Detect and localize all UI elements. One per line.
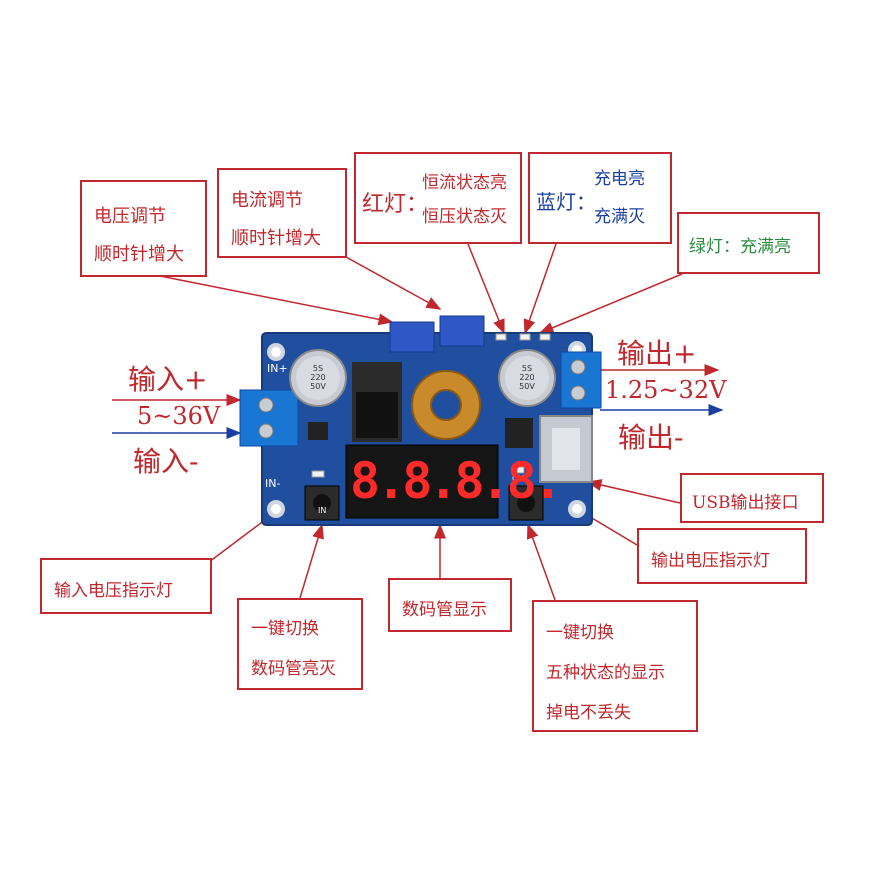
input-plus-label: 输入+: [128, 363, 208, 396]
input-indicator-callout: 输入电压指示灯: [40, 558, 212, 614]
voltage-potentiometer: [389, 321, 435, 353]
mode-switch-line1: 一键切换: [546, 623, 614, 643]
green-led: [539, 333, 551, 341]
blue-led-line2: 充满灭: [594, 207, 645, 227]
display-toggle-line2: 数码管亮灭: [251, 659, 336, 679]
in-plus-silk: IN+: [267, 362, 288, 375]
blue-led-line1: 充电亮: [594, 169, 645, 189]
usb-output-text: USB输出接口: [692, 493, 799, 513]
leader-usb: [586, 479, 681, 504]
leader-btn-in: [299, 523, 324, 599]
output-indicator-callout: 输出电压指示灯: [637, 528, 807, 584]
cap-left-line2: 220: [310, 373, 326, 382]
pcb-board: [239, 315, 602, 526]
input-minus-label: 输入-: [133, 445, 199, 478]
display-callout: 数码管显示: [388, 578, 512, 632]
current-adjust-line1: 电流调节: [231, 190, 303, 211]
display-toggle-line1: 一键切换: [251, 619, 319, 639]
leader-btn-out: [526, 523, 556, 601]
current-adjust-line2: 顺时针增大: [231, 228, 321, 249]
mode-switch-line2: 五种状态的显示: [546, 663, 665, 683]
leader-red-led: [467, 243, 505, 335]
leader-blue-led: [523, 243, 557, 335]
capacitor-right-label: 5S 220 50V: [512, 364, 542, 391]
cap-right-line1: 5S: [521, 364, 533, 373]
leader-current: [345, 256, 442, 310]
cap-right-line2: 220: [519, 373, 535, 382]
output-range-label: 1.25~32V: [605, 376, 727, 404]
seven-segment-display: [345, 444, 499, 519]
input-indicator-led: [311, 470, 325, 478]
in-button-silk: IN: [318, 506, 327, 515]
display-digits: 8.8.8.8.: [350, 452, 563, 510]
red-led-callout: 红灯： 恒流状态亮 恒压状态灭: [354, 152, 522, 244]
mode-switch-line3: 掉电不丢失: [546, 703, 631, 723]
leader-green-led: [538, 273, 683, 334]
cap-right-line3: 50V: [519, 382, 535, 391]
leader-voltage: [159, 275, 394, 326]
current-adjust-callout: 电流调节 顺时针增大: [217, 168, 347, 258]
display-text: 数码管显示: [402, 600, 487, 620]
input-indicator-text: 输入电压指示灯: [54, 581, 173, 601]
red-led-title: 红灯：: [362, 192, 429, 217]
blue-led-title: 蓝灯：: [536, 190, 596, 214]
input-range-label: 5~36V: [137, 402, 221, 430]
cap-left-line1: 5S: [312, 364, 324, 373]
cap-left-line3: 50V: [310, 382, 326, 391]
capacitor-left-label: 5S 220 50V: [303, 364, 333, 391]
output-indicator-led: [511, 466, 525, 474]
voltage-adjust-line2: 顺时针增大: [94, 244, 184, 265]
out-button-silk: OUT: [512, 474, 530, 483]
output-minus-label: 输出-: [618, 421, 684, 454]
voltage-adjust-callout: 电压调节 顺时针增大: [80, 180, 207, 277]
usb-output-callout: USB输出接口: [680, 473, 824, 523]
display-toggle-callout: 一键切换 数码管亮灭: [237, 598, 363, 690]
red-led-line1: 恒流状态亮: [422, 173, 507, 193]
output-indicator-text: 输出电压指示灯: [651, 551, 770, 571]
blue-led: [519, 333, 531, 341]
voltage-adjust-line1: 电压调节: [94, 206, 166, 227]
green-led-callout: 绿灯：充满亮: [677, 212, 820, 274]
red-led: [495, 333, 507, 341]
blue-led-callout: 蓝灯： 充电亮 充满灭: [528, 152, 672, 244]
green-led-text: 绿灯：充满亮: [689, 237, 791, 257]
mode-switch-callout: 一键切换 五种状态的显示 掉电不丢失: [532, 600, 698, 732]
output-plus-label: 输出+: [617, 337, 697, 370]
in-minus-silk: IN-: [265, 477, 281, 490]
current-potentiometer: [439, 315, 485, 347]
red-led-line2: 恒压状态灭: [422, 207, 507, 227]
